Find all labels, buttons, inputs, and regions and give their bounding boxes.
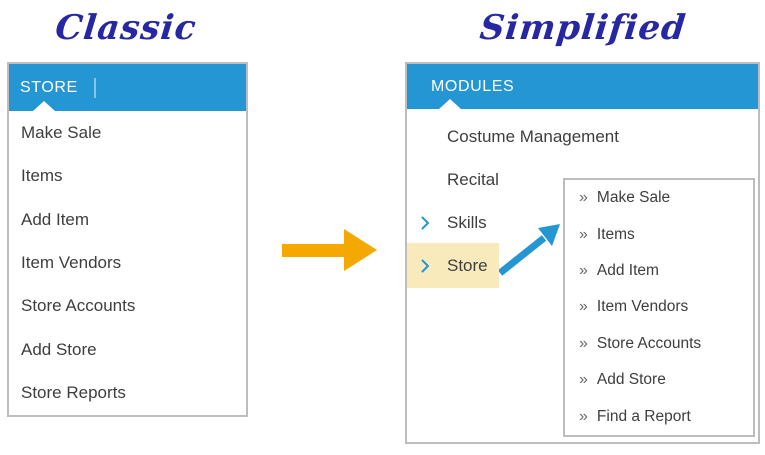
modules-header[interactable]: MODULES xyxy=(407,64,758,109)
transform-arrow-icon xyxy=(282,229,377,271)
menu-item-item-vendors[interactable]: Item Vendors xyxy=(9,241,246,284)
menu-item-add-item[interactable]: Add Item xyxy=(9,198,246,241)
menu-item-label: Add Item xyxy=(21,209,90,229)
module-item-label: Costume Management xyxy=(447,126,619,146)
flyout-item-label: Find a Report xyxy=(596,407,691,425)
flyout-item-label: Make Sale xyxy=(596,189,671,207)
menu-item-make-sale[interactable]: Make Sale xyxy=(9,111,246,154)
flyout-item-label: Store Accounts xyxy=(596,334,702,352)
menu-item-label: Store Accounts xyxy=(21,296,136,316)
classic-header-label: STORE xyxy=(20,78,78,96)
flyout-item-item-vendors[interactable]: » Item Vendors xyxy=(565,289,753,325)
flyout-item-add-store[interactable]: » Add Store xyxy=(565,362,753,398)
module-item-label: Skills xyxy=(447,212,487,232)
module-item-label: Store xyxy=(447,255,488,275)
modules-header-label: MODULES xyxy=(431,77,515,95)
chevron-right-icon xyxy=(421,216,430,230)
flyout-item-make-sale[interactable]: » Make Sale xyxy=(565,180,753,216)
menu-item-label: Store Reports xyxy=(21,383,126,403)
menu-item-label: Items xyxy=(21,166,63,186)
module-list: Costume Management Recital Skills Store xyxy=(407,109,758,288)
double-chevron-icon: » xyxy=(579,371,588,389)
module-item-label: Recital xyxy=(447,169,499,189)
double-chevron-icon: » xyxy=(579,225,588,243)
classic-menu-panel: STORE Make Sale Items Add Item Item Vend… xyxy=(7,62,248,417)
menu-item-add-store[interactable]: Add Store xyxy=(9,328,246,371)
flyout-item-label: Items xyxy=(596,225,635,243)
menu-item-label: Add Store xyxy=(21,339,97,359)
flyout-arrow-icon xyxy=(497,224,560,276)
flyout-item-find-a-report[interactable]: » Find a Report xyxy=(565,399,753,435)
menu-item-items[interactable]: Items xyxy=(9,154,246,197)
flyout-item-items[interactable]: » Items xyxy=(565,216,753,252)
chevron-right-icon xyxy=(421,259,430,273)
classic-menu-list: Make Sale Items Add Item Item Vendors St… xyxy=(9,111,246,415)
double-chevron-icon: » xyxy=(579,189,588,207)
header-divider xyxy=(93,77,96,98)
flyout-item-label: Add Item xyxy=(596,262,659,280)
module-item-recital[interactable]: Recital xyxy=(407,158,758,201)
caret-up-icon xyxy=(439,99,461,109)
module-item-skills[interactable]: Skills xyxy=(407,201,758,244)
menu-item-label: Item Vendors xyxy=(21,252,122,272)
double-chevron-icon: » xyxy=(579,262,588,280)
simplified-section-title: Simplified xyxy=(477,8,689,48)
flyout-item-store-accounts[interactable]: » Store Accounts xyxy=(565,326,753,362)
store-flyout-menu: » Make Sale » Items » Add Item » Item Ve… xyxy=(563,178,755,437)
classic-menu-header[interactable]: STORE xyxy=(9,64,246,111)
double-chevron-icon: » xyxy=(579,298,588,316)
double-chevron-icon: » xyxy=(579,334,588,352)
double-chevron-icon: » xyxy=(579,407,588,425)
module-item-store[interactable]: Store xyxy=(407,243,758,288)
menu-item-store-accounts[interactable]: Store Accounts xyxy=(9,285,246,328)
menu-item-label: Make Sale xyxy=(21,122,102,142)
flyout-item-label: Add Store xyxy=(596,371,666,389)
flyout-item-add-item[interactable]: » Add Item xyxy=(565,253,753,289)
menu-item-store-reports[interactable]: Store Reports xyxy=(9,372,246,415)
module-item-costume-management[interactable]: Costume Management xyxy=(407,115,758,158)
store-highlight xyxy=(407,243,499,288)
classic-section-title: Classic xyxy=(53,8,199,48)
caret-up-icon xyxy=(33,101,55,111)
flyout-item-label: Item Vendors xyxy=(596,298,689,316)
